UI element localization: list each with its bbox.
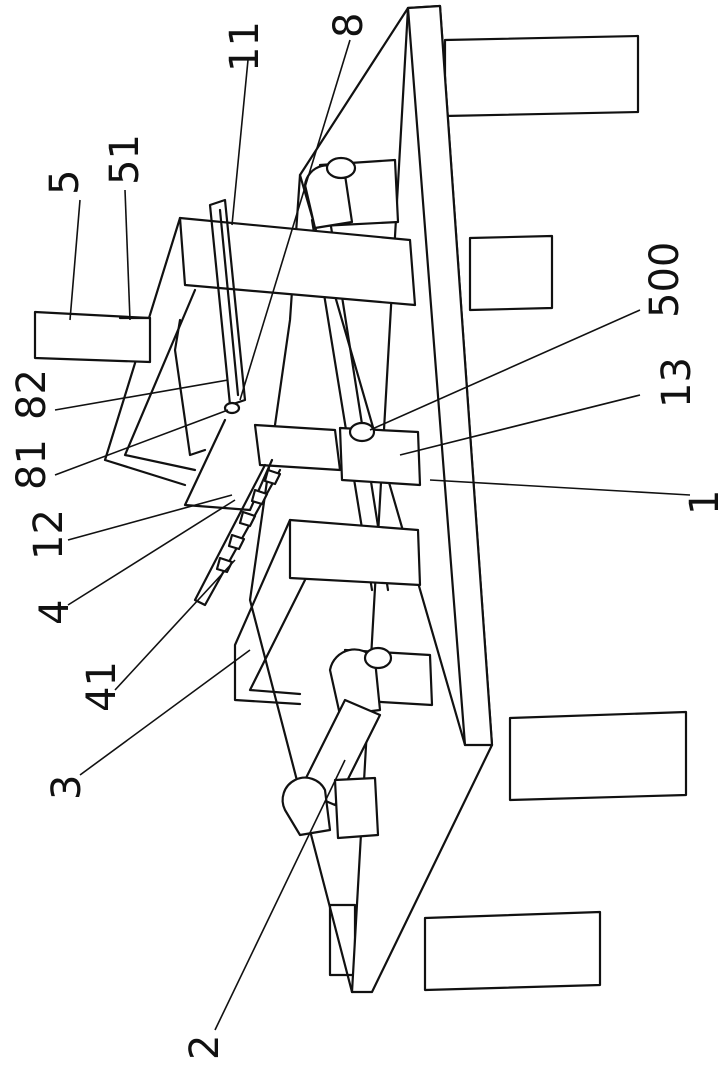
frame-3-inner bbox=[250, 580, 305, 694]
leader-2 bbox=[215, 760, 345, 1030]
label-82: 82 bbox=[9, 369, 55, 420]
label-3: 3 bbox=[44, 775, 90, 800]
carriage-top bbox=[255, 425, 340, 470]
leg-bottom-left bbox=[330, 905, 355, 975]
slide-plate bbox=[175, 320, 205, 455]
bearing-top bbox=[305, 158, 398, 228]
leg-bottom-right bbox=[425, 912, 600, 990]
screw-nut bbox=[225, 403, 239, 413]
block-11 bbox=[340, 423, 420, 485]
leader-82 bbox=[55, 380, 228, 410]
leader-5 bbox=[70, 200, 80, 320]
label-41: 41 bbox=[79, 661, 125, 712]
blade-1 bbox=[265, 470, 280, 484]
label-4: 4 bbox=[32, 600, 78, 625]
label-13: 11 bbox=[222, 21, 268, 72]
leader-4 bbox=[68, 500, 235, 605]
label-5: 5 bbox=[42, 170, 88, 195]
label-1: 1 bbox=[682, 490, 727, 515]
leader-81 bbox=[55, 410, 228, 475]
label-81: 81 bbox=[9, 439, 55, 490]
leader-13 bbox=[232, 60, 248, 225]
leg-lower-right bbox=[510, 712, 686, 800]
leader-41 bbox=[115, 560, 235, 690]
leg-middle-right bbox=[470, 236, 552, 310]
motor-5 bbox=[35, 312, 150, 362]
blade-3 bbox=[240, 512, 255, 526]
leg-top-right bbox=[445, 36, 638, 116]
knob-500 bbox=[350, 423, 374, 441]
label-51: 51 bbox=[102, 134, 148, 185]
label-500: 500 bbox=[642, 242, 688, 318]
label-11: 13 bbox=[654, 357, 700, 408]
shaft-end-lower bbox=[365, 648, 391, 668]
label-8: 8 bbox=[326, 13, 372, 38]
leader-51 bbox=[125, 190, 130, 320]
motor-body bbox=[35, 312, 150, 362]
label-2: 2 bbox=[182, 1035, 228, 1060]
shaft-end-top bbox=[327, 158, 355, 178]
table-top bbox=[250, 6, 492, 992]
bearing-block-bottom bbox=[335, 778, 378, 838]
frame-3-top-bar bbox=[290, 520, 420, 585]
blade-4 bbox=[229, 535, 244, 549]
label-12: 12 bbox=[26, 509, 72, 560]
